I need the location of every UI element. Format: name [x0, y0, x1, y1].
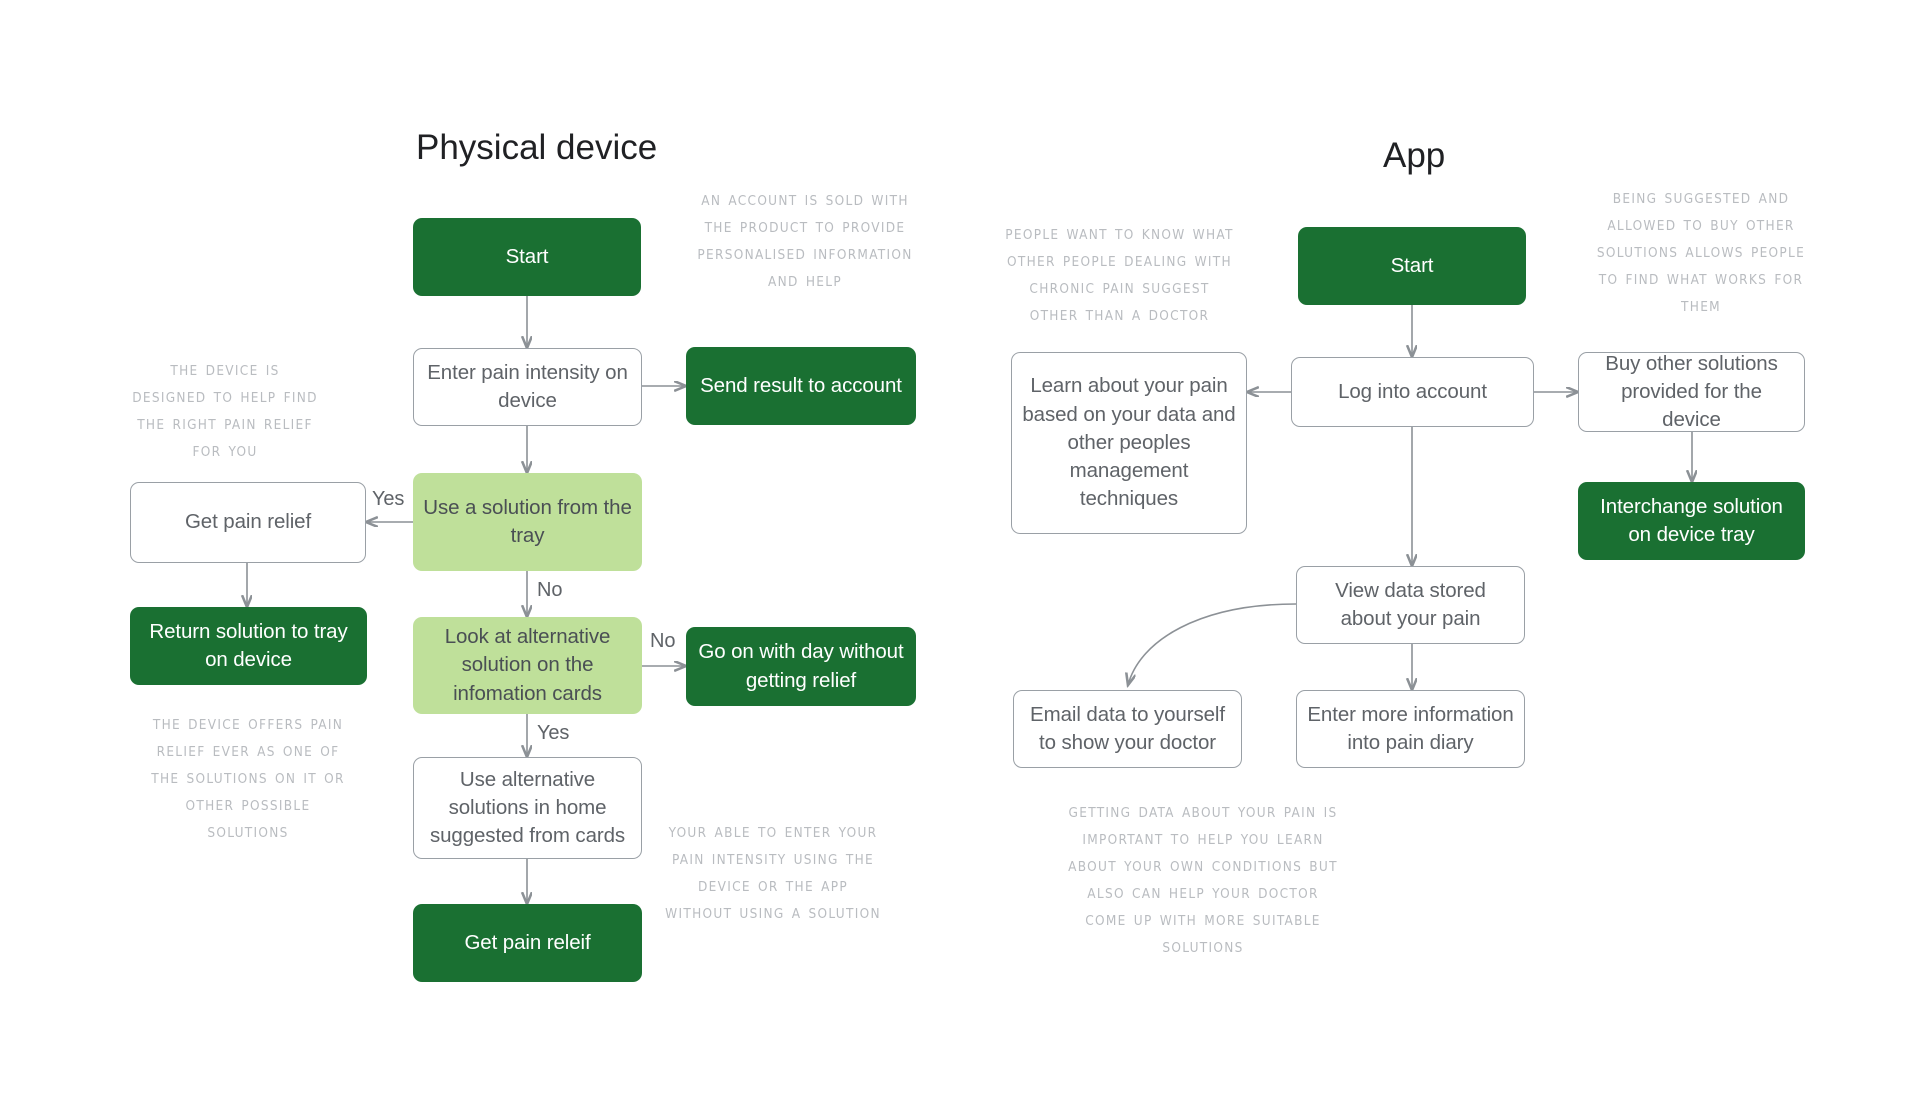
- node-use-alternative-solutions[interactable]: Use alternative solutions in home sugges…: [413, 757, 642, 859]
- node-enter-more-information[interactable]: Enter more information into pain diary: [1296, 690, 1525, 768]
- node-view-data-stored[interactable]: View data stored about your pain: [1296, 566, 1525, 644]
- note-being-suggested: Being suggested and allowed to buy other…: [1596, 191, 1806, 315]
- node-get-pain-relief[interactable]: Get pain relief: [130, 482, 366, 563]
- note-account-sold: An account is sold with the product to p…: [697, 193, 913, 290]
- edge-label-use-solution-yes: Yes: [372, 488, 405, 510]
- node-app-start[interactable]: Start: [1298, 227, 1526, 305]
- node-send-result-to-account[interactable]: Send result to account: [686, 347, 916, 425]
- node-get-pain-releif[interactable]: Get pain releif: [413, 904, 642, 982]
- note-getting-data: Getting data about your pain is importan…: [1068, 805, 1338, 956]
- edge-viewdata-to-email: [1128, 603, 1297, 685]
- edge-label-look-alternative-no: No: [650, 630, 676, 652]
- node-buy-other-solutions[interactable]: Buy other solutions provided for the dev…: [1578, 352, 1805, 432]
- note-people-want: People want to know what other people de…: [1005, 227, 1234, 324]
- edge-label-use-solution-no: No: [537, 579, 563, 601]
- node-learn-about-your-pain[interactable]: Learn about your pain based on your data…: [1011, 352, 1247, 534]
- note-enter-intensity: Your able to enter your pain intensity u…: [665, 825, 881, 922]
- node-enter-pain-intensity[interactable]: Enter pain intensity on device: [413, 348, 642, 426]
- note-device-offers: The device offers pain relief ever as on…: [151, 717, 345, 841]
- node-interchange-solution[interactable]: Interchange solution on device tray: [1578, 482, 1805, 560]
- section-title-physical-device: Physical device: [416, 128, 658, 167]
- section-title-app: App: [1383, 136, 1446, 175]
- node-use-solution-from-tray[interactable]: Use a solution from the tray: [413, 473, 642, 571]
- node-email-data-to-yourself[interactable]: Email data to yourself to show your doct…: [1013, 690, 1242, 768]
- edge-label-look-alternative-yes: Yes: [537, 722, 570, 744]
- note-device-designed: The device is designed to help find the …: [132, 363, 318, 460]
- node-return-solution-to-tray[interactable]: Return solution to tray on device: [130, 607, 367, 685]
- node-go-on-with-day[interactable]: Go on with day without getting relief: [686, 627, 916, 706]
- node-log-into-account[interactable]: Log into account: [1291, 357, 1534, 427]
- node-look-at-alternative-solution[interactable]: Look at alternative solution on the info…: [413, 617, 642, 714]
- node-start[interactable]: Start: [413, 218, 641, 296]
